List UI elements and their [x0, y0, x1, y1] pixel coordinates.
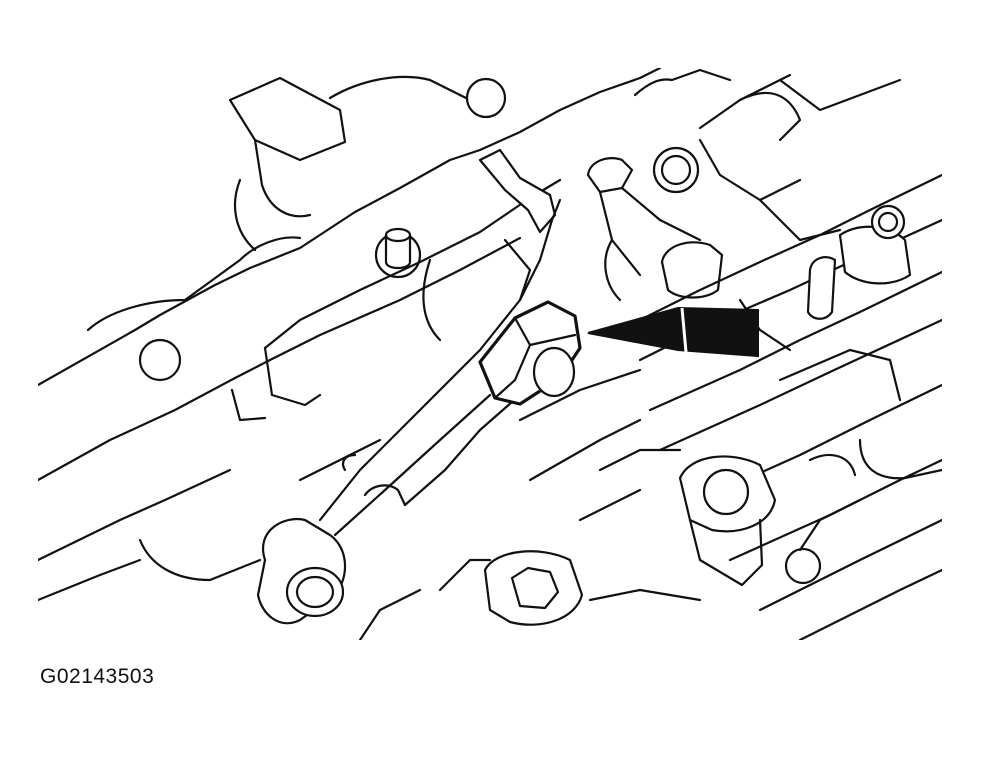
boss-bore — [702, 468, 750, 516]
figure-id-label: G02143503 — [40, 665, 155, 688]
hex-nut — [478, 300, 582, 406]
hollow-dowel — [285, 566, 345, 618]
bolt-hole — [465, 77, 507, 119]
center-rib — [230, 148, 562, 422]
bolt-hole — [138, 338, 182, 382]
slotted-plate — [318, 198, 562, 537]
right-valve-body — [618, 173, 942, 640]
lower-bosses — [256, 368, 862, 626]
small-ball — [784, 547, 822, 585]
left-housing — [38, 68, 662, 640]
hex-bolt-head — [510, 566, 560, 610]
pointer-arrow — [587, 306, 759, 358]
upper-linkage — [586, 68, 902, 302]
dowel-pin — [374, 227, 422, 279]
